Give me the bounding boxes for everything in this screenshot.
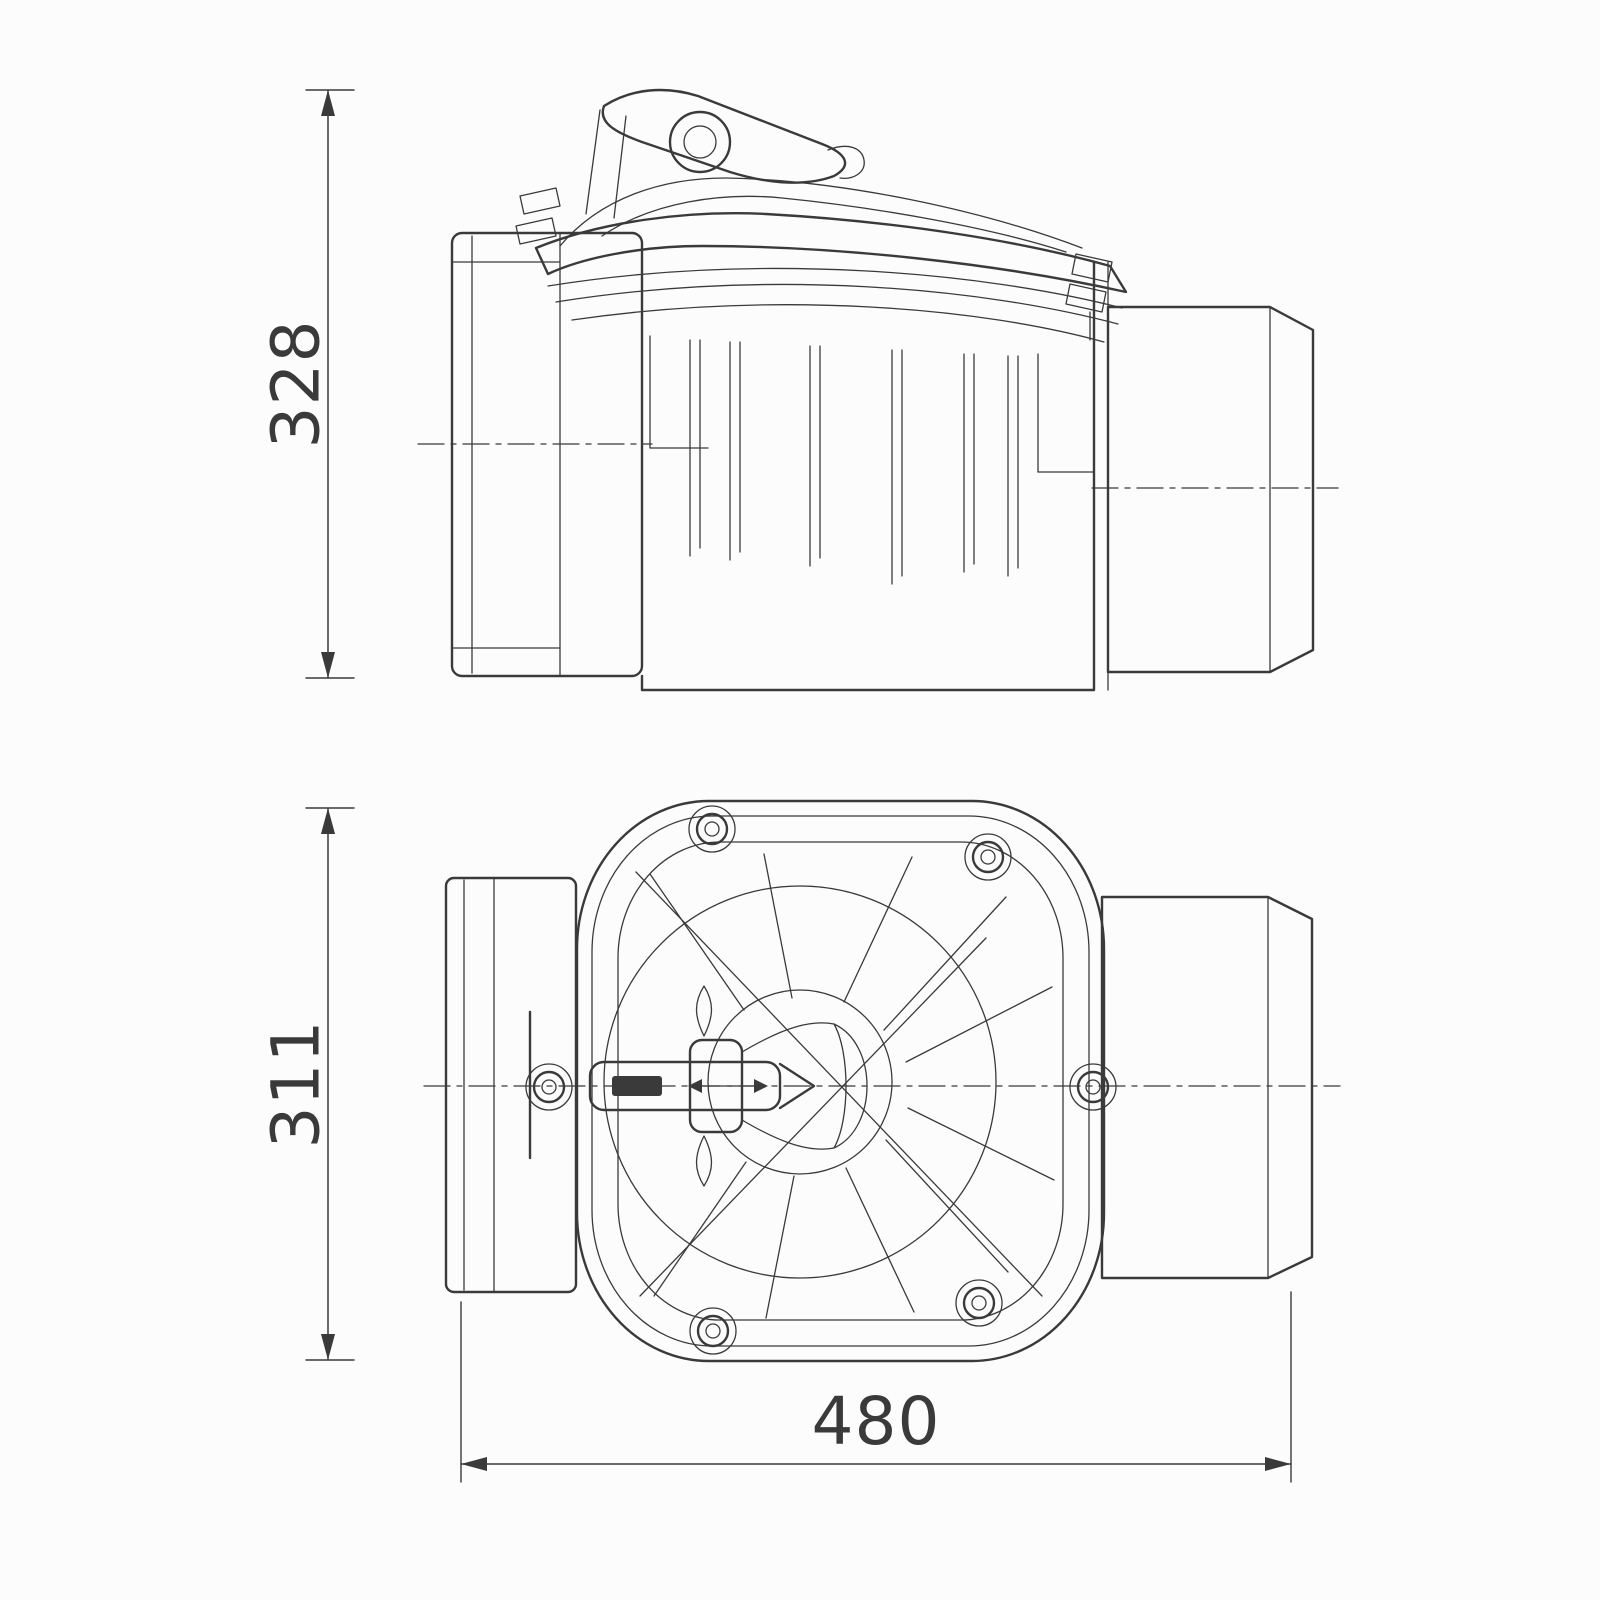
side-cover-flange <box>534 177 1128 343</box>
knob-marking <box>612 1076 662 1096</box>
bolt <box>689 1307 737 1355</box>
side-outlet-pipe <box>1106 305 1315 674</box>
lid-rib-spokes <box>649 853 1055 1319</box>
dimensions: 328 311 480 <box>258 89 1292 1483</box>
plan-view <box>423 799 1341 1363</box>
arrowhead-up <box>321 90 335 116</box>
plan-knob-mechanism <box>528 985 868 1187</box>
lever-pivot-outer <box>668 110 732 174</box>
arrowhead-left <box>461 1457 487 1471</box>
bolt <box>688 805 736 853</box>
bolt <box>964 833 1012 881</box>
arrowhead-right <box>1265 1457 1291 1471</box>
plan-valve-body <box>575 799 1106 1363</box>
plan-outlet-pipe <box>1100 895 1314 1280</box>
arrowhead-up <box>321 808 335 834</box>
lever-pivot-inner <box>683 125 717 159</box>
side-clamp-left <box>515 187 561 245</box>
bolt <box>955 1279 1003 1327</box>
dimension-side-height: 328 <box>258 89 355 679</box>
flow-arrow-right-head <box>754 1079 768 1093</box>
lever-hook <box>827 145 865 179</box>
side-view <box>417 88 1339 692</box>
side-clamp-right <box>1065 253 1113 341</box>
body-ribs <box>689 339 1019 585</box>
lid-crease-lines <box>635 871 1043 1297</box>
flow-arrow-left-head <box>688 1079 702 1093</box>
knob-petals <box>695 985 713 1187</box>
dim-label-328: 328 <box>258 320 335 449</box>
lid-dome-inner <box>707 989 893 1175</box>
side-inlet-socket <box>450 231 644 678</box>
arrowhead-down <box>321 1334 335 1360</box>
bolt <box>525 1063 573 1111</box>
lid-dome-outer <box>603 885 997 1279</box>
dimension-plan-width: 311 <box>258 807 355 1361</box>
arrowhead-down <box>321 652 335 678</box>
dim-label-311: 311 <box>258 1020 335 1149</box>
dimension-overall-length: 480 <box>460 1291 1292 1483</box>
plan-inlet-socket <box>444 876 578 1294</box>
side-locking-lever <box>585 88 865 219</box>
plan-lid-bolts <box>525 805 1117 1355</box>
bolt <box>1069 1063 1117 1111</box>
dim-label-480: 480 <box>812 1383 941 1460</box>
